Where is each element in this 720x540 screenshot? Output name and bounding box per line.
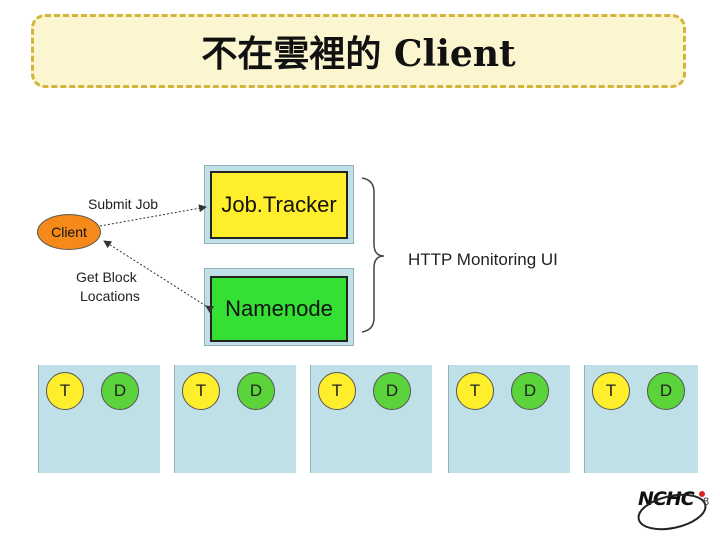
- worker-node-4: T D: [448, 365, 570, 473]
- data-node-4: D: [511, 372, 549, 410]
- namenode-box: Namenode: [210, 276, 348, 342]
- data-node-1: D: [101, 372, 139, 410]
- data-node-5: D: [647, 372, 685, 410]
- slide-title: 不在雲裡的 Client: [201, 33, 516, 75]
- nchc-logo: NCHC: [638, 488, 695, 510]
- http-monitoring-label: HTTP Monitoring UI: [408, 250, 558, 269]
- worker-node-5: T D: [584, 365, 698, 473]
- task-tracker-2: T: [182, 372, 220, 410]
- worker-node-1: T D: [38, 365, 160, 473]
- worker-node-2: T D: [174, 365, 296, 473]
- get-block-arrow: [103, 240, 215, 314]
- task-tracker-3: T: [318, 372, 356, 410]
- client-node: Client: [37, 214, 101, 250]
- task-tracker-4: T: [456, 372, 494, 410]
- jobtracker-box: Job.Tracker: [210, 171, 348, 239]
- submit-job-arrow: [99, 204, 207, 227]
- http-brace: [361, 177, 385, 333]
- worker-node-3: T D: [310, 365, 432, 473]
- data-node-2: D: [237, 372, 275, 410]
- submit-job-label: Submit Job: [88, 196, 159, 212]
- task-tracker-1: T: [46, 372, 84, 410]
- data-node-3: D: [373, 372, 411, 410]
- title-banner: 不在雲裡的 Client: [31, 14, 686, 88]
- task-tracker-5: T: [592, 372, 630, 410]
- namenode-server: Namenode: [204, 268, 354, 346]
- jobtracker-server: Job.Tracker: [204, 165, 354, 244]
- page-number: 8: [703, 496, 710, 508]
